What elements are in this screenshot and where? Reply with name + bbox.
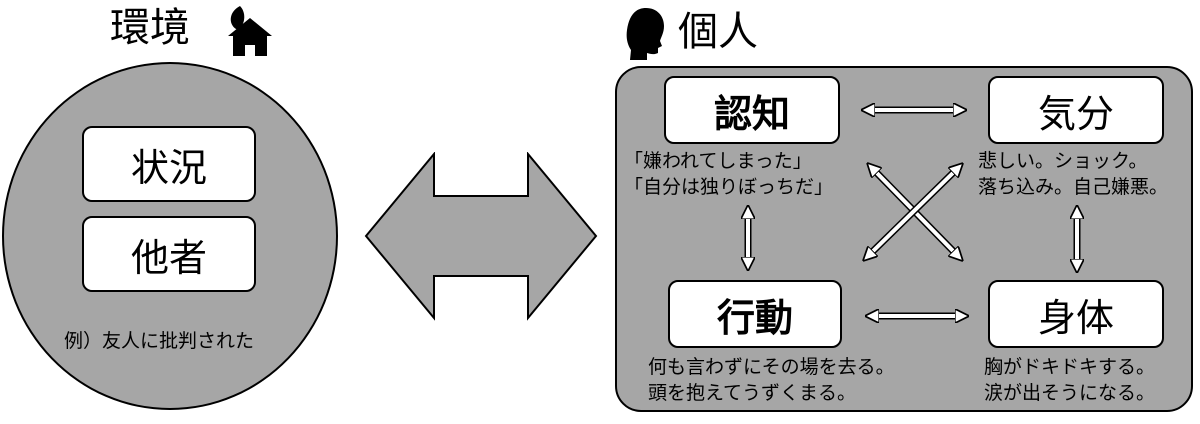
- body-description: 胸がドキドキする。 涙が出そうになる。: [984, 354, 1155, 406]
- situation-box: 状況: [82, 126, 256, 202]
- mood-line-1: 悲しい。ショック。: [978, 150, 1148, 172]
- environment-title: 環境: [110, 5, 190, 51]
- individual-title: 個人: [678, 9, 758, 55]
- others-box: 他者: [82, 216, 256, 292]
- arrow-mood-behavior: [868, 168, 958, 256]
- cognition-line-1: 「嫌われてしまった」: [624, 150, 812, 172]
- behavior-line-2: 頭を抱えてうずくまる。: [648, 382, 857, 404]
- mood-line-2: 落ち込み。自己嫌悪。: [978, 176, 1169, 198]
- cognition-box: 認知: [664, 76, 840, 144]
- cognition-description: 「嫌われてしまった」 「自分は独りぼっちだ」: [624, 148, 833, 200]
- behavior-box: 行動: [668, 280, 842, 348]
- behavior-line-1: 何も言わずにその場を去る。: [648, 356, 895, 378]
- head-silhouette-icon: [626, 8, 664, 60]
- environment-example: 例）友人に批判された: [64, 330, 255, 352]
- body-line-1: 胸がドキドキする。: [984, 356, 1156, 378]
- mood-box: 気分: [988, 76, 1164, 144]
- double-arrow: [364, 152, 598, 321]
- cognition-line-2: 「自分は独りぼっちだ」: [624, 176, 834, 198]
- body-box: 身体: [988, 280, 1164, 348]
- leaf-house-icon: [228, 6, 272, 56]
- behavior-description: 何も言わずにその場を去る。 頭を抱えてうずくまる。: [648, 354, 895, 406]
- body-line-2: 涙が出そうになる。: [984, 382, 1156, 404]
- mood-description: 悲しい。ショック。 落ち込み。自己嫌悪。: [978, 148, 1168, 200]
